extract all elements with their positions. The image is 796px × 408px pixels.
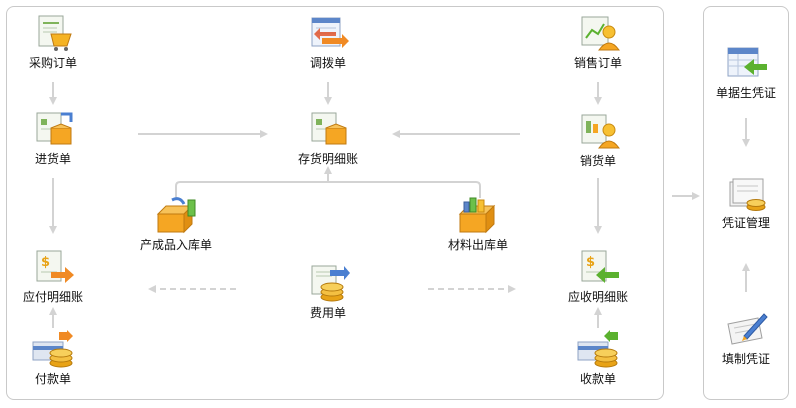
node-expense[interactable]: 费用单	[278, 264, 378, 321]
node-material-outbound[interactable]: 材料出库单	[428, 196, 528, 253]
label-voucher-mgmt: 凭证管理	[721, 216, 770, 230]
node-sales-order[interactable]: 销售订单	[548, 14, 648, 71]
node-inventory-detail[interactable]: 存货明细账	[278, 110, 378, 167]
open-box-icon	[458, 197, 496, 234]
node-delivery[interactable]: 销货单	[548, 112, 648, 169]
node-transfer-order[interactable]: 调拨单	[278, 14, 378, 71]
node-receipt[interactable]: 进货单	[3, 110, 103, 167]
node-payment[interactable]: 付款单	[3, 330, 103, 387]
label-doc-voucher: 单据生凭证	[715, 86, 776, 100]
label-receivable-detail: 应收明细账	[567, 290, 628, 304]
cart-document-icon	[38, 15, 72, 51]
label-collection: 收款单	[579, 372, 616, 386]
business-flow-panel	[6, 6, 664, 400]
label-expense: 费用单	[309, 306, 346, 320]
label-delivery: 销货单	[579, 154, 616, 168]
coins-card-icon	[32, 330, 73, 368]
coins-card-icon	[577, 330, 618, 368]
dollar-arrow-left-icon: $	[581, 250, 619, 283]
open-box-icon	[156, 197, 196, 234]
chart-user-icon	[581, 16, 620, 51]
label-sales-order: 销售订单	[573, 56, 622, 70]
pen-paper-icon	[727, 313, 768, 345]
label-product-inbound: 产成品入库单	[139, 238, 212, 252]
sheet-arrow-icon	[727, 47, 767, 77]
node-purchase-order[interactable]: 采购订单	[3, 14, 103, 71]
voucher-stack-icon	[729, 178, 766, 211]
dollar-arrow-icon: $	[36, 250, 74, 283]
svg-text:$: $	[41, 255, 50, 270]
node-collection[interactable]: 收款单	[548, 330, 648, 387]
node-fill-voucher[interactable]: 填制凭证	[696, 310, 796, 367]
user-box-icon	[581, 114, 620, 149]
node-receivable-detail[interactable]: $ 应收明细账	[548, 248, 648, 305]
node-voucher-mgmt[interactable]: 凭证管理	[696, 174, 796, 231]
label-fill-voucher: 填制凭证	[721, 352, 770, 366]
label-payment: 付款单	[34, 372, 71, 386]
label-receipt: 进货单	[34, 152, 71, 166]
label-inventory-detail: 存货明细账	[297, 152, 358, 166]
label-payable-detail: 应付明细账	[22, 290, 83, 304]
coins-document-icon	[311, 265, 350, 302]
box-document-icon	[36, 112, 73, 145]
svg-text:$: $	[586, 255, 595, 270]
label-purchase-order: 采购订单	[28, 56, 77, 70]
node-product-inbound[interactable]: 产成品入库单	[126, 196, 226, 253]
node-doc-voucher[interactable]: 单据生凭证	[696, 44, 796, 101]
label-material-outbound: 材料出库单	[447, 238, 508, 252]
label-transfer-order: 调拨单	[309, 56, 346, 70]
box-document-icon	[311, 112, 347, 145]
node-payable-detail[interactable]: $ 应付明细账	[3, 248, 103, 305]
transfer-arrows-icon	[311, 17, 349, 48]
